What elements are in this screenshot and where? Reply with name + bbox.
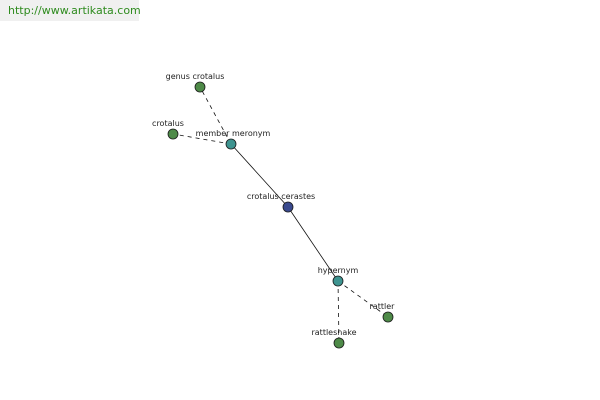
node-rattler[interactable] (382, 311, 394, 323)
node-crotalus[interactable] (167, 128, 179, 140)
labels-layer: crotalus cerastes member meronym hypernym g… (152, 72, 395, 337)
node-member-meronym[interactable] (225, 138, 237, 150)
label-crotalus-cerastes: crotalus cerastes (247, 192, 315, 201)
nodes-layer (167, 81, 394, 349)
node-rattlesnake[interactable] (333, 337, 345, 349)
label-genus-crotalus: genus crotalus (166, 72, 225, 81)
edge-hypernym-to-rattler (337, 280, 389, 318)
label-rattler: rattler (370, 302, 396, 311)
node-crotalus-cerastes[interactable] (282, 201, 294, 213)
edge-member-meronym-to-crotalus (172, 133, 232, 145)
label-member-meronym: member meronym (196, 129, 271, 138)
url-link[interactable]: http://www.artikata.com (8, 4, 141, 17)
label-rattlesnake: rattlesnake (311, 328, 356, 337)
label-hypernym: hypernym (318, 266, 359, 275)
url-banner: http://www.artikata.com (0, 0, 141, 21)
node-hypernym[interactable] (332, 275, 344, 287)
node-genus-crotalus[interactable] (194, 81, 206, 93)
edge-hypernym-to-rattlesnake (337, 280, 340, 344)
label-crotalus: crotalus (152, 119, 184, 128)
edge-crotalus-cerastes-to-hypernym (287, 206, 339, 282)
edges-layer (172, 86, 389, 344)
edge-crotalus-cerastes-to-member-meronym (230, 143, 289, 208)
edge-member-meronym-to-genus-crotalus (199, 86, 232, 145)
